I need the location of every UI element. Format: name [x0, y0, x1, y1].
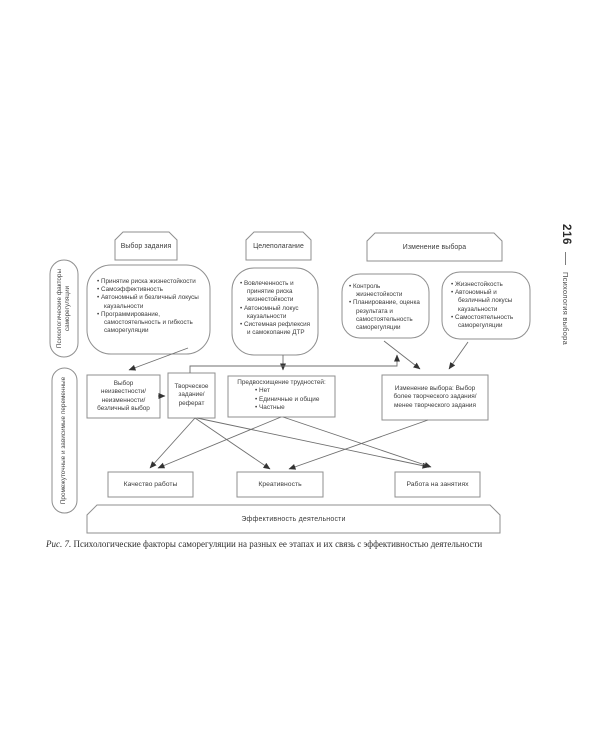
arrow-factors4-to-change: [448, 341, 469, 370]
capsule-factors-shape: [49, 259, 79, 358]
stage-label-task-choice: Выбор задания: [120, 242, 172, 250]
var-box-choice-text: Выбор неизвестности/ неизменности/ безли…: [97, 379, 150, 412]
effectiveness-bar-label: Эффективность деятельности: [241, 515, 346, 523]
list-item: Автономный и безличный локусы каузальнос…: [451, 289, 525, 314]
list-item: Нет: [255, 387, 335, 395]
var-box-task-shape: [167, 372, 216, 419]
factor-box-4-list: Жизнестойкость Автономный и безличный ло…: [451, 281, 525, 330]
outcome-box-quality-shape: [107, 471, 194, 498]
list-item: Программирование, самостоятельность и ги…: [97, 311, 205, 336]
var-box-change: Изменение выбора: Выбор более творческог…: [382, 375, 488, 420]
list-item: Самоэффективность: [97, 286, 205, 294]
list-item: Контроль жизнестойкости: [349, 283, 425, 299]
var-box-anticipation-list: Нет Единичные и общие Частные: [228, 387, 335, 412]
stage-box-choice-change: [366, 232, 503, 262]
effectiveness-bar-shape: [86, 504, 501, 534]
arrow-task-to-quality: [149, 417, 196, 469]
factor-box-1-list: Принятие риска жизнестойкости Самоэффект…: [97, 278, 205, 335]
var-box-change-shape: [381, 374, 489, 421]
arrow-task-to-creativity: [194, 417, 271, 470]
arrow-factors3-to-change: [383, 340, 421, 370]
page-number: 216: [560, 224, 572, 245]
figure-caption-text: Психологические факторы саморегуляции на…: [71, 539, 483, 549]
margin-header: 216 Психология выбора: [556, 224, 576, 354]
list-item: Системная рефлексия и самокопание ДТР: [240, 321, 312, 337]
list-item: Принятие риска жизнестойкости: [97, 278, 205, 286]
var-box-choice-shape: [86, 374, 161, 419]
arrow-anticipation-to-quality: [157, 416, 282, 469]
stage-label-goal-setting: Целеполагание: [253, 242, 304, 250]
row-label-factors-text: Психологические факторы саморегуляции: [55, 268, 71, 349]
figure-caption-number: Рис. 7.: [46, 539, 72, 549]
outcome-quality: Качество работы: [123, 481, 178, 488]
factor-box-2-list: Вовлеченность и принятие риска жизнестой…: [240, 280, 312, 337]
var-box-task-text: Творческое задание/ реферат: [174, 383, 209, 407]
arrow-change-to-creativity: [288, 419, 429, 470]
list-item: Частные: [255, 404, 335, 412]
outcome-creativity: Креативность: [258, 481, 302, 488]
running-title: Психология выбора: [561, 272, 571, 345]
outcome-box-creativity-shape: [236, 471, 324, 498]
stage-label-choice-change: Изменение выбора: [402, 243, 467, 251]
list-item: Вовлеченность и принятие риска жизнестой…: [240, 280, 312, 305]
list-item: Жизнестойкость: [451, 281, 525, 289]
figure-caption: Рис. 7. Психологические факторы саморегу…: [46, 539, 558, 549]
var-box-anticipation-title: Предвосхищение трудностей:: [237, 379, 326, 386]
outcome-classwork: Работа на занятиях: [406, 481, 469, 488]
factor-box-3-list: Контроль жизнестойкости Планирование, оц…: [349, 283, 425, 332]
margin-divider: [565, 252, 567, 265]
list-item: Самостоятельность саморегуляции: [451, 314, 525, 330]
row-label-variables: Промежуточные и зависимые переменные: [52, 368, 77, 513]
var-box-anticipation: Предвосхищение трудностей: Нет Единичные…: [228, 379, 335, 412]
stage-box-task-choice: [114, 231, 178, 261]
arrow-task-feedback-to-factors3: [189, 354, 400, 373]
capsule-variables-shape: [51, 367, 78, 514]
outcome-box-classwork-shape: [394, 471, 481, 498]
list-item: Единичные и общие: [255, 396, 335, 404]
list-item: Планирование, оценка результата и самост…: [349, 299, 425, 332]
var-box-choice: Выбор неизвестности/ неизменности/ безли…: [88, 375, 159, 418]
list-item: Автономный локус каузальности: [240, 305, 312, 321]
arrow-anticipation-to-classwork: [282, 416, 432, 468]
arrow-factors1-to-choice: [128, 347, 189, 371]
arrow-task-to-classwork: [196, 417, 430, 469]
row-label-factors: Психологические факторы саморегуляции: [50, 260, 78, 357]
var-box-task: Творческое задание/ реферат: [168, 373, 215, 418]
stage-box-goal-setting: [245, 231, 312, 261]
var-box-change-text: Изменение выбора: Выбор более творческог…: [393, 385, 477, 409]
row-label-variables-text: Промежуточные и зависимые переменные: [60, 376, 68, 505]
list-item: Автономный и безличный локусы каузальнос…: [97, 294, 205, 310]
